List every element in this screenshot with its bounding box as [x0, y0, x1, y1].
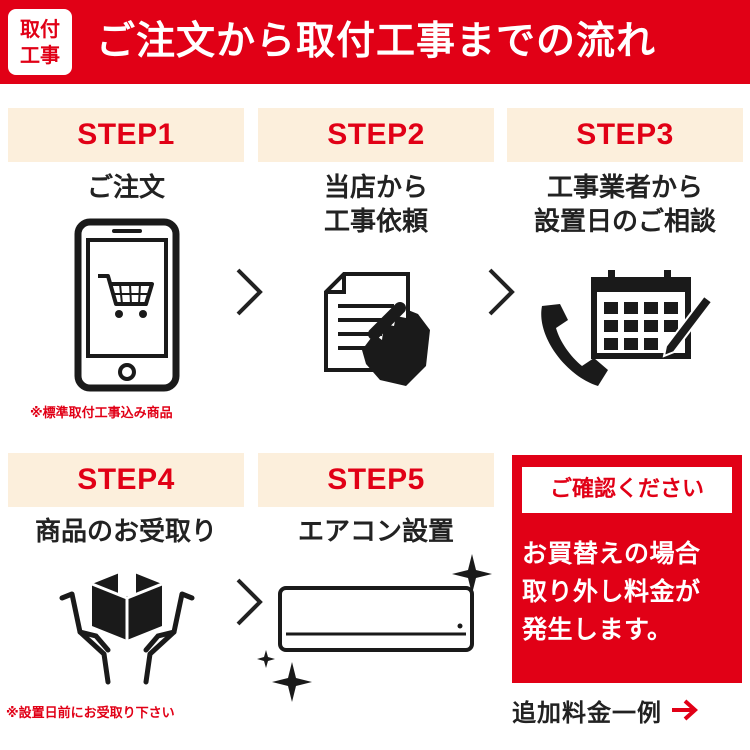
step3-text-line1: 工事業者から — [546, 173, 703, 203]
box-hands-icon — [59, 570, 195, 685]
page-title: ご注文から取付工事までの流れ — [96, 19, 657, 64]
step3-label: STEP3 — [507, 108, 743, 162]
header-banner: 取付 工事 ご注文から取付工事までの流れ — [0, 0, 750, 84]
step4-label: STEP4 — [8, 453, 244, 507]
document-hand-icon — [324, 272, 430, 386]
additional-fee-link[interactable]: 追加料金一例 — [512, 690, 747, 730]
step2-text-line2: 工事依頼 — [323, 207, 428, 237]
air-conditioner-icon — [257, 554, 492, 702]
notice-heading: ご確認ください — [522, 467, 732, 513]
step3-text-line2: 設置日のご相談 — [533, 207, 716, 237]
step1-note: ※標準取付工事込み商品 — [30, 406, 173, 421]
step4-text: 商品のお受取り — [34, 517, 217, 547]
chevron-right-icon — [236, 578, 263, 626]
step5-label: STEP5 — [258, 453, 494, 507]
badge-line-1: 取付 — [20, 17, 60, 41]
phone-calendar-icon — [541, 270, 714, 386]
notice-body: お買替えの場合 取り外し料金が 発生します。 — [522, 539, 701, 644]
step1-text: ご注文 — [86, 173, 165, 203]
installation-badge: 取付 工事 — [8, 9, 72, 75]
additional-fee-label: 追加料金一例 — [512, 698, 662, 727]
badge-line-2: 工事 — [20, 43, 60, 67]
step1-label: STEP1 — [8, 108, 244, 162]
step4-note: ※設置日前にお受取り下さい — [6, 706, 175, 721]
smartphone-cart-icon — [74, 218, 180, 392]
chevron-right-icon — [488, 268, 515, 316]
chevron-right-icon — [236, 268, 263, 316]
step2-text-line1: 当店から — [323, 173, 428, 203]
step5-text: エアコン設置 — [297, 517, 454, 547]
arrow-right-icon — [672, 699, 698, 721]
notice-box: ご確認ください お買替えの場合 取り外し料金が 発生します。 — [512, 455, 742, 683]
step2-label: STEP2 — [258, 108, 494, 162]
